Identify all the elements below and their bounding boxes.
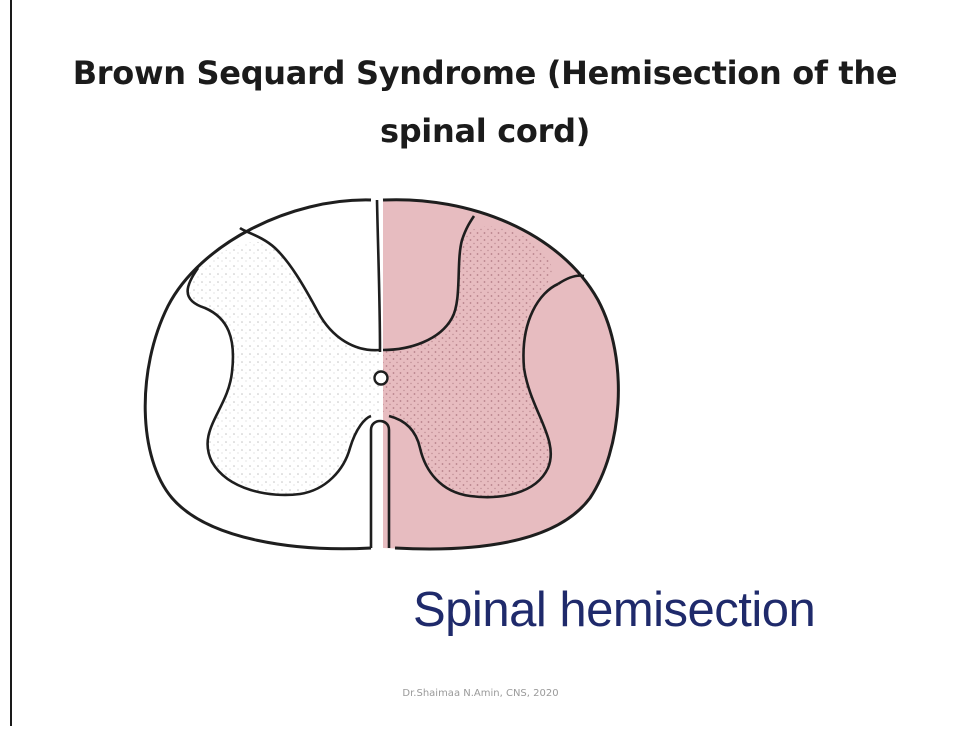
central-canal xyxy=(375,372,388,385)
slide-footer: Dr.Shaimaa N.Amin, CNS, 2020 xyxy=(0,688,961,699)
left-grey-matter xyxy=(188,242,380,495)
caption-spinal-hemisection: Spinal hemisection xyxy=(413,582,815,638)
posterior-median-septum xyxy=(377,200,380,352)
